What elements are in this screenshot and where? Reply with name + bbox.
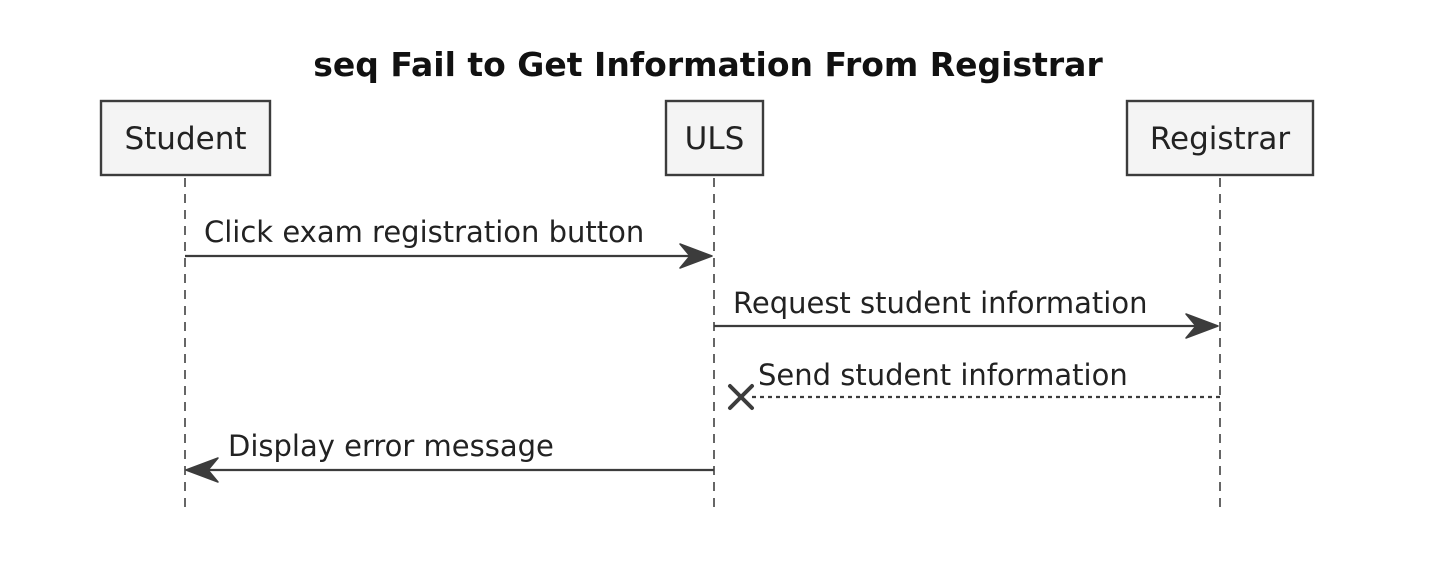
message-label: Display error message (228, 429, 554, 463)
participant-student: Student (99, 99, 272, 177)
lost-message-x-icon (728, 384, 754, 410)
arrowhead-icon (185, 457, 219, 483)
participant-label: Student (124, 121, 246, 157)
message-label: Request student information (733, 286, 1147, 320)
arrowhead-icon (679, 243, 713, 269)
message-label: Click exam registration button (204, 215, 644, 249)
arrowhead-icon (1185, 313, 1219, 339)
participant-registrar: Registrar (1125, 99, 1315, 177)
message-label: Send student information (758, 358, 1128, 392)
diagram-title: seq Fail to Get Information From Registr… (313, 45, 1103, 84)
message-display-error: Display error message (185, 429, 714, 483)
participant-label: Registrar (1150, 121, 1291, 157)
participant-label: ULS (685, 121, 745, 157)
message-click-exam-registration: Click exam registration button (185, 215, 713, 269)
message-request-student-information: Request student information (714, 286, 1219, 339)
participant-box (99, 99, 272, 177)
participant-uls: ULS (664, 99, 765, 177)
participant-box (664, 99, 765, 177)
participant-box (1125, 99, 1315, 177)
message-send-student-information: Send student information (728, 358, 1220, 410)
